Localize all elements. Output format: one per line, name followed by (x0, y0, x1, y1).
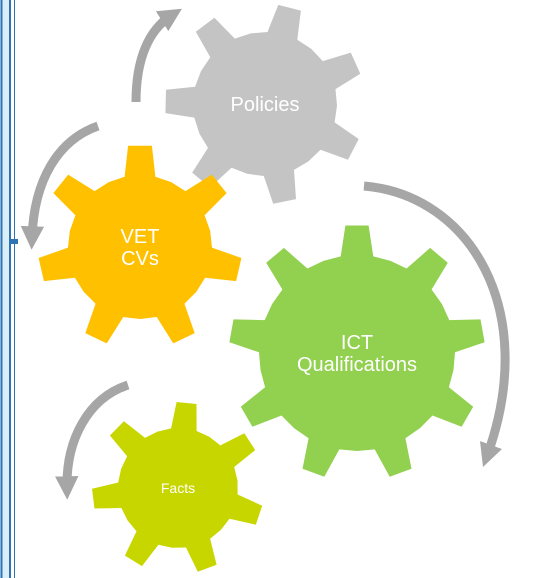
arrow-vet-left (20, 121, 100, 250)
gear-facts-label: Facts (161, 480, 195, 496)
arrow-facts-left (55, 380, 130, 500)
gear-policies-label: Policies (231, 94, 300, 116)
gear-policies-shape (165, 4, 361, 204)
gear-label-line: Policies (231, 94, 300, 116)
gear-label-line: VET (121, 226, 160, 248)
cycle-arrows (20, 8, 510, 500)
gear-label-line: Qualifications (297, 354, 417, 376)
gear-ict-qualifications-shape (229, 225, 485, 477)
gear-policies: Policies (165, 4, 361, 204)
gear-label-line: ICT (341, 332, 373, 354)
gear-facts-shape (92, 402, 263, 572)
arrow-policies-up (131, 8, 182, 103)
gear-label-line: Facts (161, 480, 195, 496)
sidebar-panel (0, 0, 10, 578)
arrow-ict-right (363, 181, 510, 468)
gear-vet-cvs-shape (38, 145, 242, 344)
sidebar-handle (10, 239, 18, 244)
gear-label-line: CVs (121, 248, 159, 270)
gear-facts: Facts (92, 402, 263, 572)
